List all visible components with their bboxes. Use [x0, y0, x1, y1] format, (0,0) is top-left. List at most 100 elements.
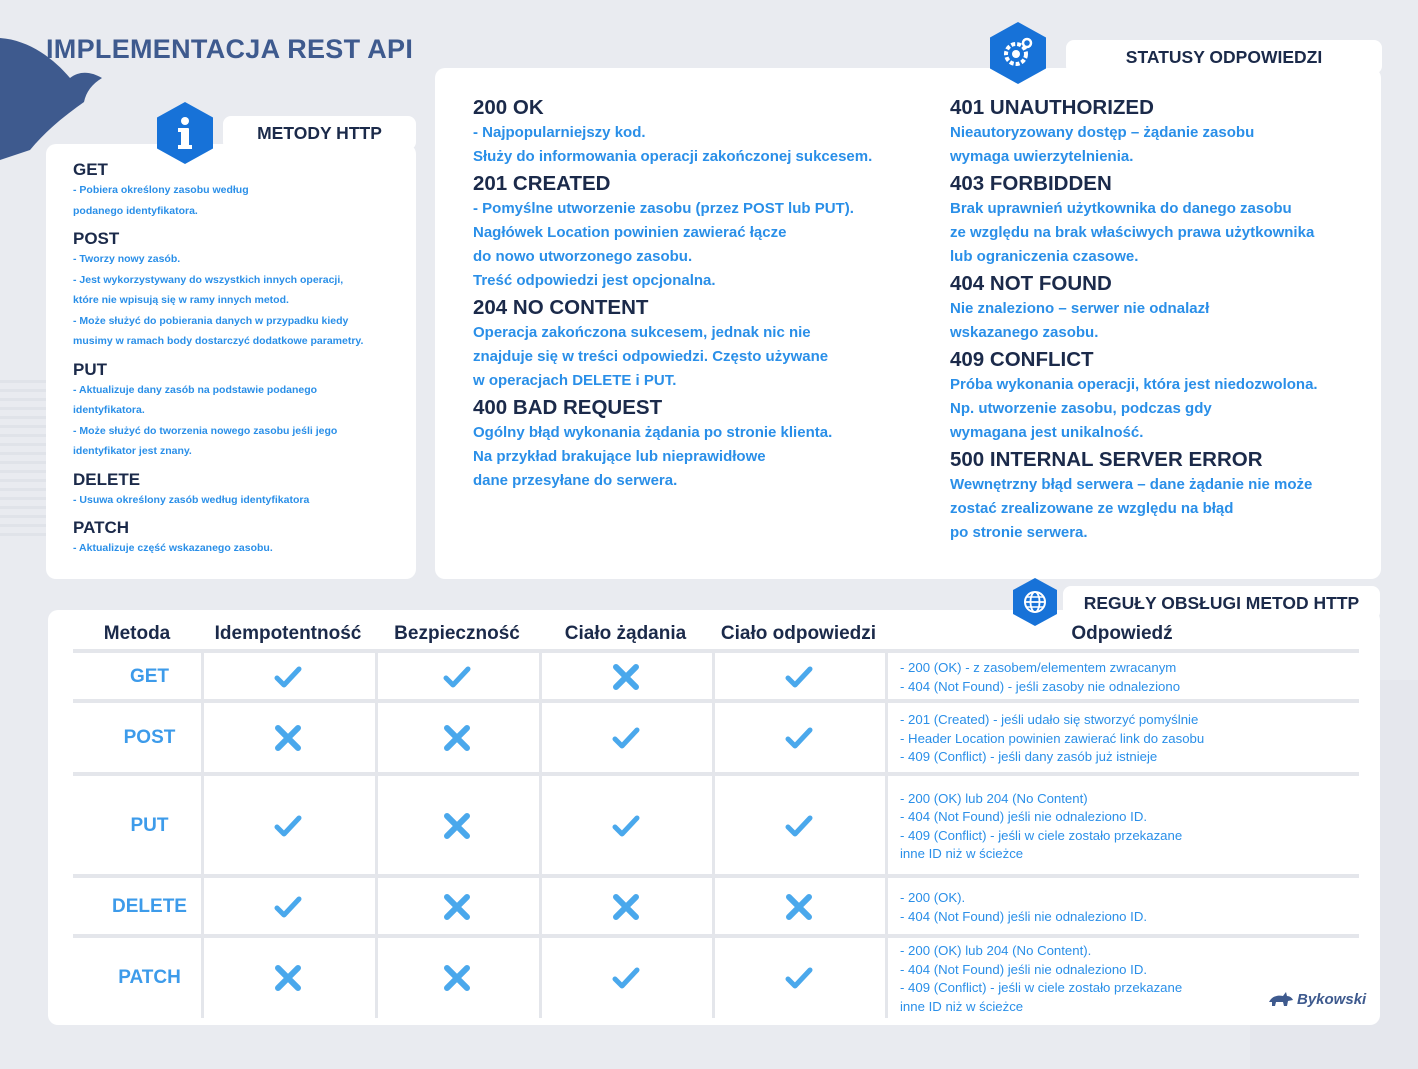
- check-icon: [270, 889, 306, 925]
- cross-icon: [270, 960, 306, 996]
- response-line: - 200 (OK) lub 204 (No Content): [900, 790, 1088, 806]
- status-code: 401 UNAUTHORIZED: [950, 96, 1154, 119]
- table-row-method: PUT: [130, 814, 169, 836]
- status-description: Treść odpowiedzi jest opcjonalna.: [473, 272, 716, 289]
- response-line: - 409 (Conflict) - jeśli w ciele zostało…: [900, 980, 1183, 995]
- table-row-response: - 200 (OK).- 404 (Not Found) jeśli nie o…: [900, 889, 1147, 926]
- cross-icon: [270, 720, 306, 756]
- status-description: Nie znaleziono – serwer nie odnalazł: [950, 300, 1210, 317]
- status-heading: STATUSY ODPOWIEDZI: [1066, 40, 1382, 74]
- check-icon: [439, 659, 475, 695]
- status-description: Wewnętrzny błąd serwera – dane żądanie n…: [950, 476, 1313, 493]
- response-line: - 404 (Not Found) - jeśli zasoby nie odn…: [900, 678, 1181, 694]
- column-header: Bezpieczność: [394, 623, 520, 644]
- page-title: IMPLEMENTACJA REST API: [46, 34, 414, 64]
- status-heading-label: STATUSY ODPOWIEDZI: [1125, 46, 1323, 67]
- status-description: Np. utworzenie zasobu, podczas gdy: [950, 400, 1212, 417]
- methods-heading-label: METODY HTTP: [257, 122, 382, 143]
- method-description: - Pobiera określony zasobu według: [73, 184, 249, 196]
- column-divider: [712, 650, 715, 1018]
- status-description: w operacjach DELETE i PUT.: [473, 372, 677, 389]
- response-line: - 404 (Not Found) jeśli nie odnaleziono …: [900, 908, 1148, 924]
- status-block: 404 NOT FOUND Nie znaleziono – serwer nie…: [950, 271, 1318, 345]
- status-description: dane przesyłane do serwera.: [473, 472, 678, 489]
- method-name: POST: [73, 229, 120, 248]
- status-description: Służy do informowania operacji zakończon…: [473, 148, 873, 165]
- method-description: - Jest wykorzystywany do wszystkich inny…: [73, 273, 344, 286]
- cross-icon: [439, 720, 475, 756]
- response-line: - 201 (Created) - jeśli udało się stworz…: [900, 712, 1199, 728]
- method-description: które nie wpisują się w ramy innych meto…: [73, 294, 289, 306]
- cross-icon: [608, 659, 644, 695]
- method-name: DELETE: [73, 469, 141, 489]
- status-block: 409 CONFLICT Próba wykonania operacji, kt…: [950, 347, 1318, 445]
- row-divider: [73, 772, 1359, 776]
- methods-heading: METODY HTTP: [223, 116, 416, 150]
- method-name: PATCH: [73, 518, 130, 537]
- column-divider: [201, 650, 204, 1018]
- check-icon: [608, 720, 644, 756]
- table-row-response: - 200 (OK) lub 204 (No Content)- 404 (No…: [900, 790, 1182, 864]
- column-header: Idempotentność: [214, 623, 362, 644]
- table-row-method: PATCH: [118, 967, 181, 988]
- cross-icon: [439, 889, 475, 925]
- status-block: 200 OK- Najpopularniejszy kod.Służy do i…: [473, 95, 872, 169]
- status-description: wymagana jest unikalność.: [950, 424, 1144, 441]
- status-description: lub ograniczenia czasowe.: [950, 248, 1139, 265]
- method-description: - Usuwa określony zasób według identyfik…: [73, 493, 310, 506]
- response-line: - 404 (Not Found) jeśli nie odnaleziono …: [900, 961, 1148, 977]
- status-code: 204 NO CONTENT: [473, 296, 649, 319]
- response-line: inne ID niż w ścieżce: [900, 846, 1024, 861]
- status-code: 201 CREATED: [473, 172, 611, 195]
- check-icon: [608, 960, 644, 996]
- column-header: Ciało odpowiedzi: [720, 623, 877, 644]
- status-description: Na przykład brakujące lub nieprawidłowe: [473, 448, 766, 465]
- table-row-response: - 201 (Created) - jeśli udało się stworz…: [900, 711, 1204, 767]
- bull-logo-icon: [0, 38, 102, 160]
- rules-heading: REGUŁY OBSŁUGI METOD HTTP: [1063, 586, 1380, 620]
- status-column-left: 200 OK- Najpopularniejszy kod.Służy do i…: [473, 95, 872, 495]
- status-description: - Pomyślne utworzenie zasobu (przez POST…: [473, 200, 854, 217]
- column-divider: [375, 650, 378, 1018]
- method-description: - Może służyć do tworzenia nowego zasobu…: [73, 424, 338, 437]
- status-description: Nagłówek Location powinien zawierać łącz…: [473, 224, 787, 241]
- brand-name: Bykowski: [1297, 990, 1367, 1008]
- status-code: 409 CONFLICT: [950, 348, 1094, 371]
- check-icon: [781, 808, 817, 844]
- response-line: - 200 (OK) - z zasobem/elementem zwracan…: [900, 660, 1177, 675]
- status-description: wskazanego zasobu.: [950, 324, 1099, 341]
- status-card: 200 OK- Najpopularniejszy kod.Służy do i…: [435, 68, 1381, 579]
- status-description: zostać zrealizowane ze względu na błąd: [950, 500, 1234, 517]
- status-code: 404 NOT FOUND: [950, 272, 1112, 295]
- row-divider: [73, 934, 1359, 938]
- status-description: Brak uprawnień użytkownika do danego zas…: [950, 200, 1292, 217]
- row-divider: [73, 649, 1359, 653]
- check-icon: [608, 808, 644, 844]
- check-icon: [781, 720, 817, 756]
- check-icon: [270, 659, 306, 695]
- column-divider: [539, 650, 542, 1018]
- method-description: - Aktualizuje część wskazanego zasobu.: [73, 542, 273, 554]
- status-description: Próba wykonania operacji, która jest nie…: [950, 376, 1318, 393]
- status-description: po stronie serwera.: [950, 524, 1088, 541]
- table-row-method: POST: [123, 727, 176, 748]
- check-icon: [781, 659, 817, 695]
- response-line: inne ID niż w ścieżce: [900, 998, 1024, 1014]
- method-description: musimy w ramach body dostarczyć dodatkow…: [73, 335, 364, 347]
- method-description: - Tworzy nowy zasób.: [73, 253, 181, 265]
- status-description: Ogólny błąd wykonania żądania po stronie…: [473, 424, 833, 441]
- status-description: znajduje się w treści odpowiedzi. Często…: [473, 348, 829, 365]
- column-header: Ciało żądania: [564, 623, 687, 644]
- column-header: Odpowiedź: [1071, 623, 1173, 644]
- status-block: 201 CREATED - Pomyślne utworzenie zasobu …: [473, 171, 872, 293]
- response-line: - Header Location powinien zawierać link…: [900, 730, 1205, 746]
- check-icon: [270, 808, 306, 844]
- table-row-response: - 200 (OK) - z zasobem/elementem zwracan…: [900, 659, 1180, 696]
- response-line: - 200 (OK) lub 204 (No Content).: [900, 943, 1092, 958]
